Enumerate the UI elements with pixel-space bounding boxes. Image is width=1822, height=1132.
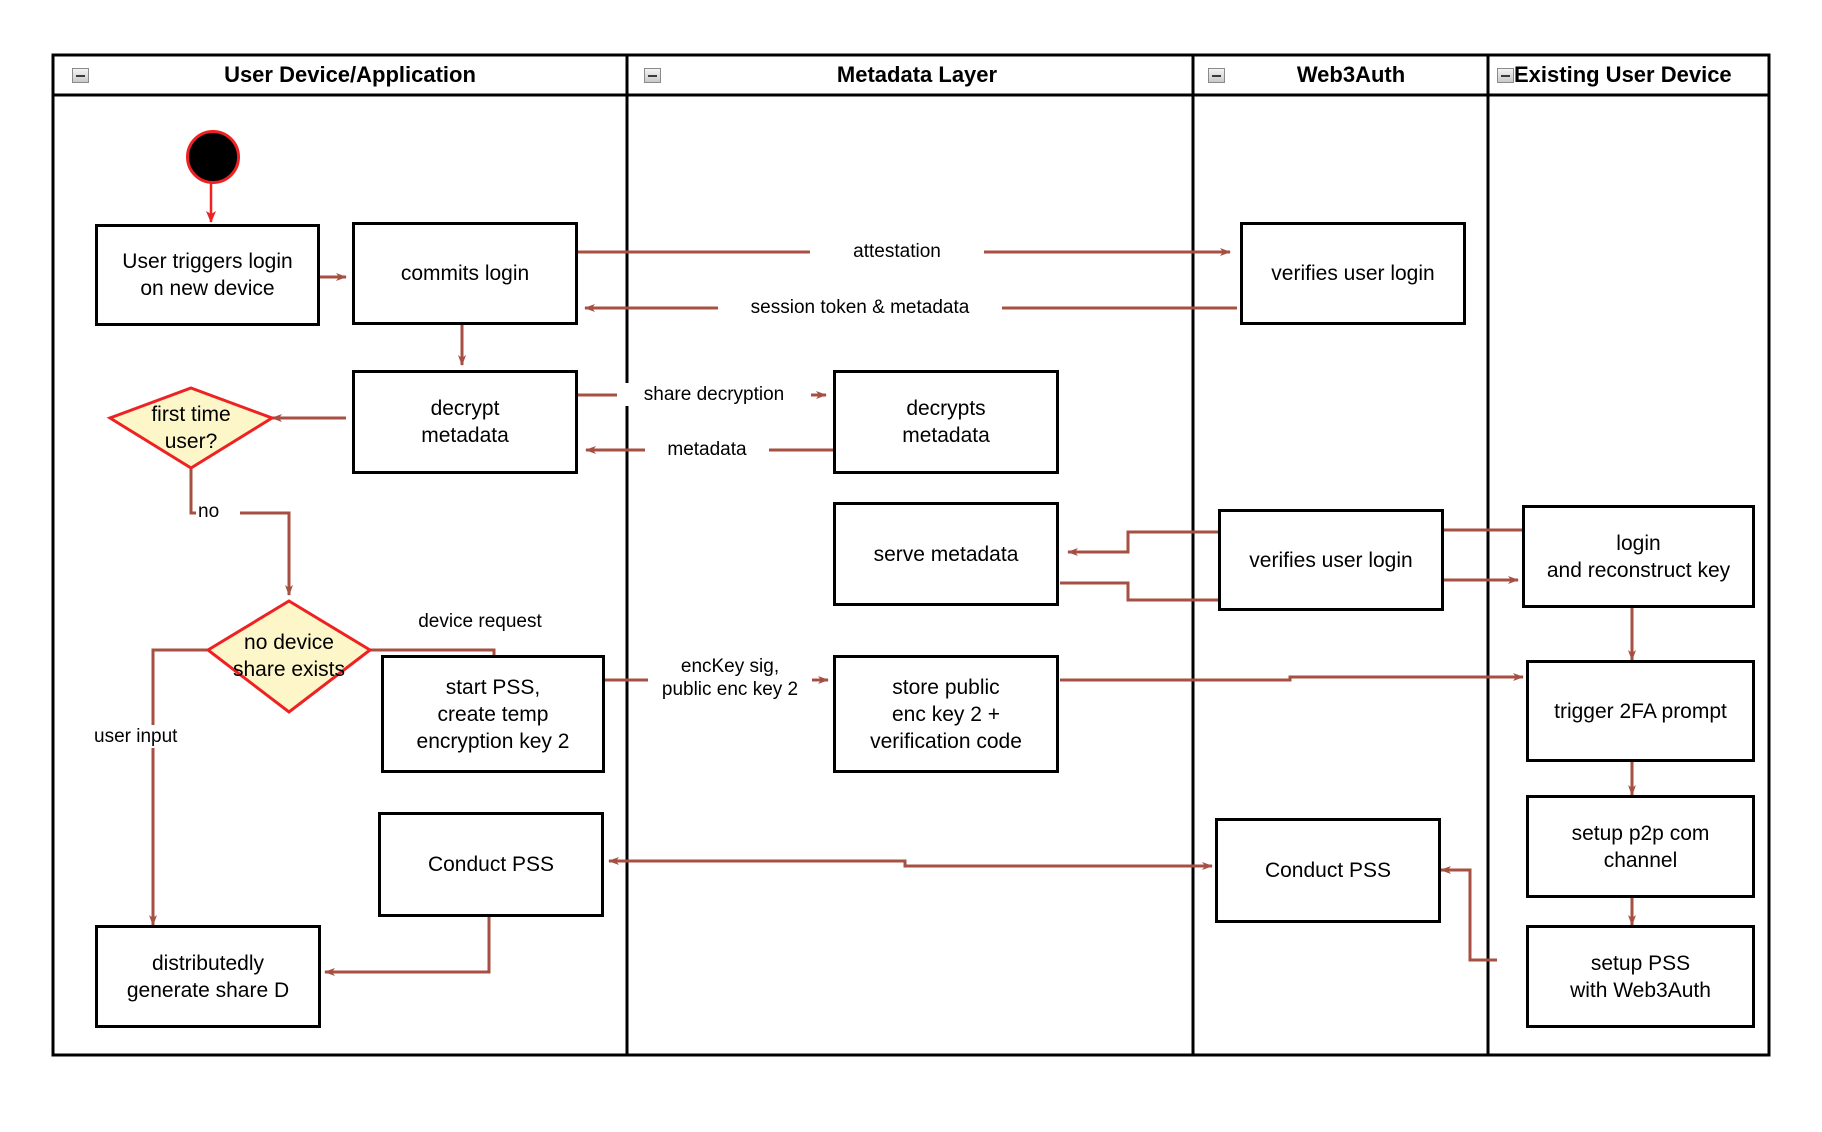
lane-title-existing-device: Existing User Device bbox=[1514, 62, 1732, 87]
edge-label-session-token-metadata: session token & metadata bbox=[718, 296, 1002, 319]
collapse-minus-icon-lane-user-device[interactable] bbox=[72, 68, 89, 83]
start-node[interactable] bbox=[186, 130, 240, 184]
node-setup-p2p-com-channel[interactable]: setup p2p com channel bbox=[1526, 795, 1755, 898]
collapse-minus-icon-lane-existing-device[interactable] bbox=[1497, 68, 1514, 83]
node-user-triggers-login[interactable]: User triggers login on new device bbox=[95, 224, 320, 326]
decision-first-time-user bbox=[106, 386, 276, 470]
edge-label-attestation: attestation bbox=[810, 240, 984, 263]
edge-no-device-share-user-input bbox=[149, 648, 208, 926]
edge-verifies-user-login-2-to-serve-metadata bbox=[1067, 530, 1233, 556]
edge-first-time-user-no bbox=[189, 468, 293, 596]
node-serve-metadata[interactable]: serve metadata bbox=[833, 502, 1059, 606]
node-login-and-reconstruct-key[interactable]: login and reconstruct key bbox=[1522, 505, 1755, 608]
lane-title-web3auth: Web3Auth bbox=[1296, 62, 1406, 87]
edge-store-public-enc-key-to-trigger-2fa bbox=[1060, 673, 1524, 682]
node-distributedly-generate-share-d[interactable]: distributedly generate share D bbox=[95, 925, 321, 1028]
edge-label-enckey-sig: encKey sig, public enc key 2 bbox=[648, 655, 812, 701]
node-verifies-user-login-1[interactable]: verifies user login bbox=[1240, 222, 1466, 325]
collapse-minus-icon-lane-metadata[interactable] bbox=[644, 68, 661, 83]
node-setup-pss-with-web3auth[interactable]: setup PSS with Web3Auth bbox=[1526, 925, 1755, 1028]
lane-title-user-device: User Device/Application bbox=[224, 62, 476, 87]
node-decrypts-metadata[interactable]: decrypts metadata bbox=[833, 370, 1059, 474]
lane-title-metadata: Metadata Layer bbox=[836, 62, 998, 87]
edge-serve-metadata-to-verifies-user-login-2 bbox=[1060, 581, 1229, 604]
edge-setup-pss-web3auth-to-conduct-pss-web3auth bbox=[1440, 866, 1497, 962]
node-verifies-user-login-2[interactable]: verifies user login bbox=[1218, 509, 1444, 611]
node-commits-login[interactable]: commits login bbox=[352, 222, 578, 325]
edge-label-user-input: user input bbox=[92, 725, 216, 748]
decision-label-first-time-user[interactable]: first time user? bbox=[151, 403, 231, 453]
pool-outline bbox=[51, 53, 1771, 1057]
node-start-pss-create-temp-key[interactable]: start PSS, create temp encryption key 2 bbox=[381, 655, 605, 773]
collapse-minus-icon-lane-web3auth[interactable] bbox=[1208, 68, 1225, 83]
edge-label-metadata: metadata bbox=[645, 438, 769, 461]
decision-no-device-share-exists bbox=[205, 599, 373, 714]
node-trigger-2fa-prompt[interactable]: trigger 2FA prompt bbox=[1526, 660, 1755, 762]
node-conduct-pss-user-device[interactable]: Conduct PSS bbox=[378, 812, 604, 917]
edge-label-share-decryption: share decryption bbox=[617, 383, 811, 406]
edge-label-no: no bbox=[196, 500, 240, 523]
node-decrypt-metadata[interactable]: decrypt metadata bbox=[352, 370, 578, 474]
edge-conduct-pss-web3auth-to-conduct-pss-user bbox=[608, 857, 1208, 868]
edge-conduct-pss-user-to-generate-share-d bbox=[324, 917, 491, 976]
decision-label-no-device-share-exists[interactable]: no device share exists bbox=[232, 631, 346, 681]
node-conduct-pss-web3auth[interactable]: Conduct PSS bbox=[1215, 818, 1441, 923]
node-store-public-enc-key[interactable]: store public enc key 2 + verification co… bbox=[833, 655, 1059, 773]
edge-label-device-request: device request bbox=[398, 610, 562, 633]
